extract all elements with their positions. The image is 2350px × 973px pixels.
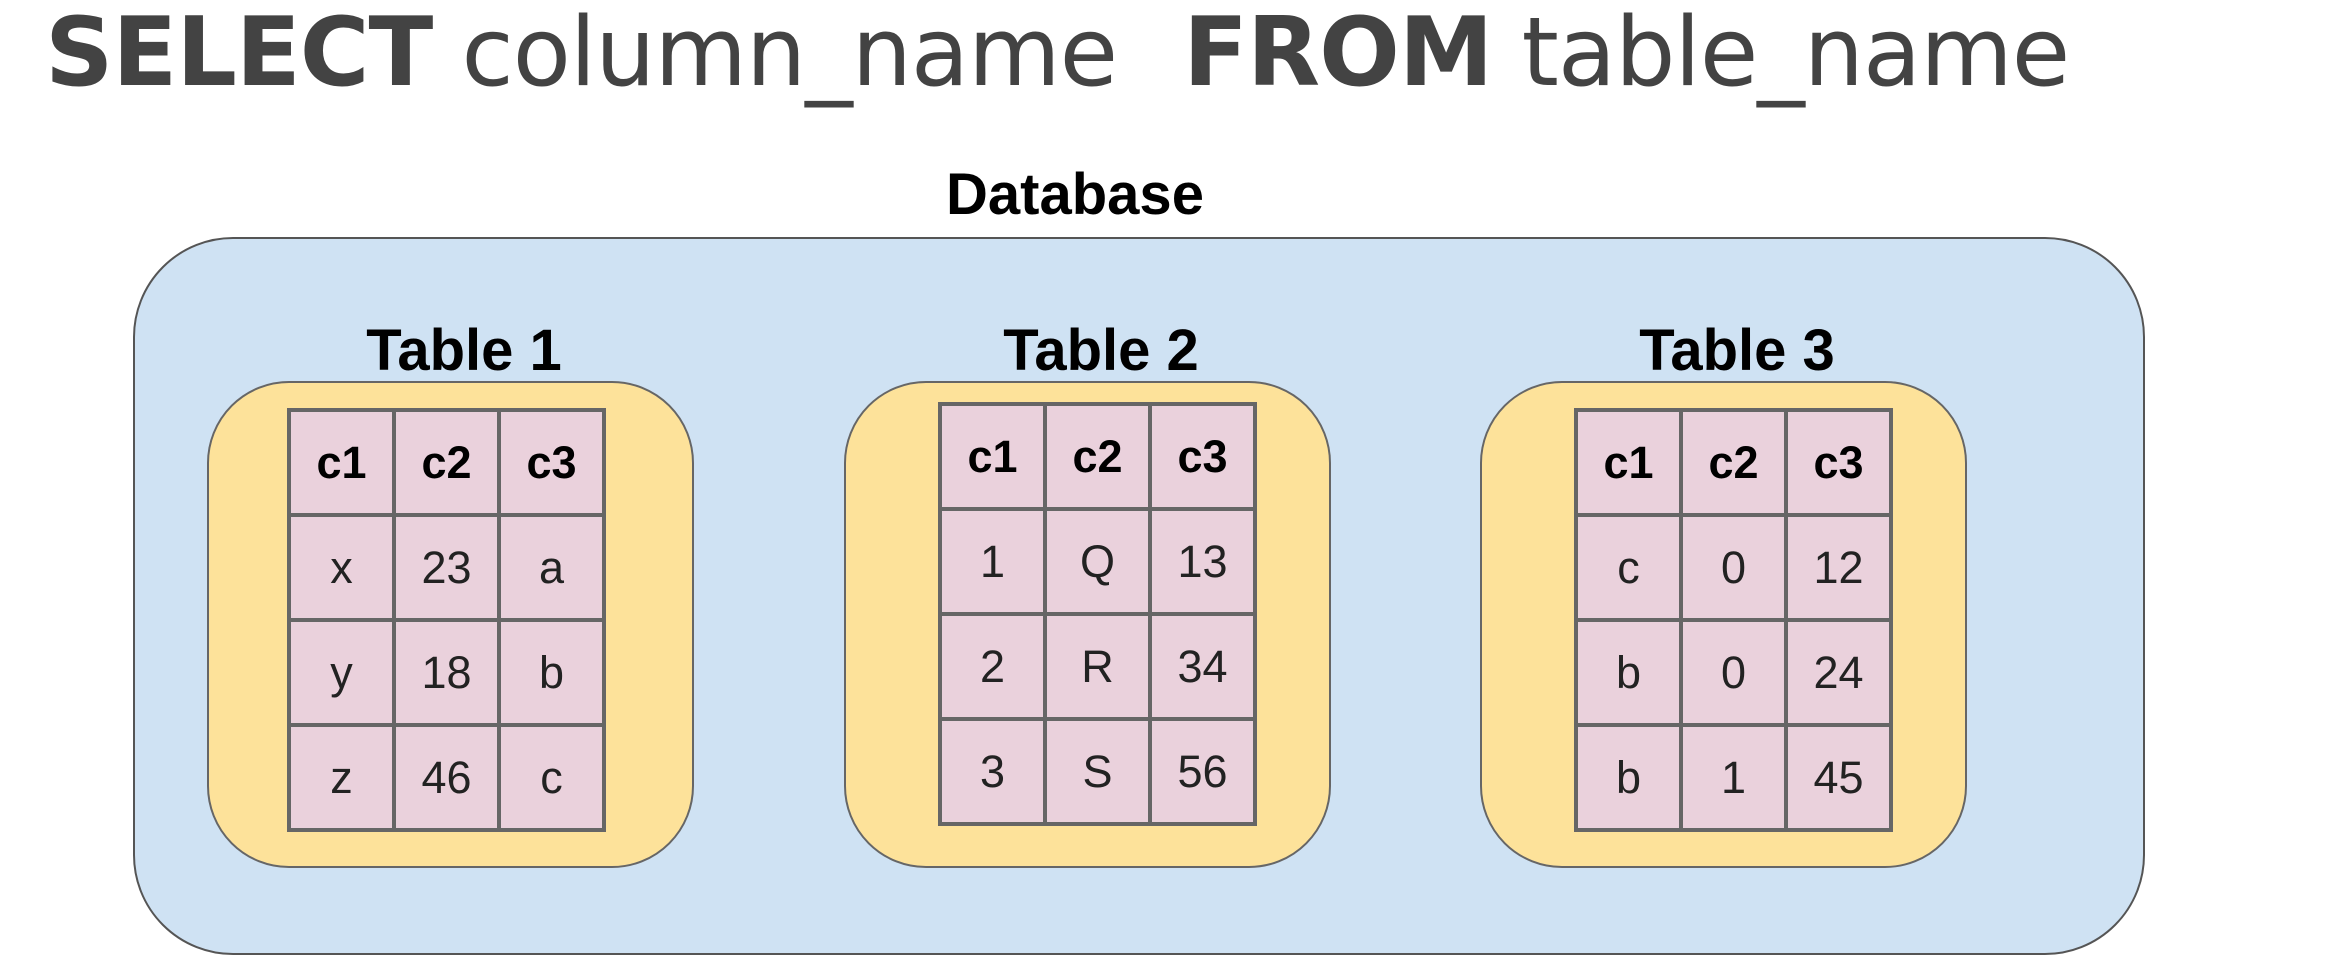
table-2-header-cell: c3 <box>1148 402 1257 511</box>
table-3-cell: 0 <box>1679 618 1788 727</box>
table-3-cell: 45 <box>1784 723 1893 832</box>
table-1-header-cell: c2 <box>392 408 501 517</box>
table-2-cell: 2 <box>938 612 1047 721</box>
table-2-title: Table 2 <box>1003 318 1199 383</box>
table-2-cell: 1 <box>938 507 1047 616</box>
table-1-cell: 18 <box>392 618 501 727</box>
table-3-cell: 1 <box>1679 723 1788 832</box>
table-1-header-cell: c3 <box>497 408 606 517</box>
table-1-cell: y <box>287 618 396 727</box>
table-1-cell: c <box>497 723 606 832</box>
table-2-cell: S <box>1043 717 1152 826</box>
table-3-grid: c1 c2 c3 c 0 12 b 0 24 b 1 45 <box>1574 408 1893 832</box>
table-3-cell: b <box>1574 618 1683 727</box>
table-1-cell: 23 <box>392 513 501 622</box>
database-label: Database <box>946 162 1204 227</box>
select-keyword: SELECT <box>45 0 433 108</box>
table-1-cell: b <box>497 618 606 727</box>
table-3-header-cell: c1 <box>1574 408 1683 517</box>
table-2-grid: c1 c2 c3 1 Q 13 2 R 34 3 S 56 <box>938 402 1257 826</box>
table-1-title: Table 1 <box>366 318 562 383</box>
table-3-cell: 12 <box>1784 513 1893 622</box>
table-3-cell: 24 <box>1784 618 1893 727</box>
table-2-cell: 3 <box>938 717 1047 826</box>
sql-query: SELECT column_name FROM table_name <box>45 0 2071 108</box>
table-1-row: z 46 c <box>287 723 606 832</box>
table-2-cell: 13 <box>1148 507 1257 616</box>
table-1-header-row: c1 c2 c3 <box>287 408 606 517</box>
table-2-header-row: c1 c2 c3 <box>938 402 1257 511</box>
table-2-row: 2 R 34 <box>938 612 1257 721</box>
table-1-header-cell: c1 <box>287 408 396 517</box>
table-3-cell: 0 <box>1679 513 1788 622</box>
table-3-row: c 0 12 <box>1574 513 1893 622</box>
table-1-cell: z <box>287 723 396 832</box>
table-1-cell: a <box>497 513 606 622</box>
table-2-header-cell: c1 <box>938 402 1047 511</box>
table-1-grid: c1 c2 c3 x 23 a y 18 b z 46 c <box>287 408 606 832</box>
table-2-cell: R <box>1043 612 1152 721</box>
table-2-cell: 34 <box>1148 612 1257 721</box>
table-3-row: b 1 45 <box>1574 723 1893 832</box>
table-1-cell: x <box>287 513 396 622</box>
table-3-header-row: c1 c2 c3 <box>1574 408 1893 517</box>
table-3-header-cell: c2 <box>1679 408 1788 517</box>
column-name-text: column_name <box>461 0 1118 108</box>
table-2-cell: Q <box>1043 507 1152 616</box>
table-3-header-cell: c3 <box>1784 408 1893 517</box>
table-2-row: 3 S 56 <box>938 717 1257 826</box>
table-name-text: table_name <box>1521 0 2071 108</box>
table-3-row: b 0 24 <box>1574 618 1893 727</box>
table-2-cell: 56 <box>1148 717 1257 826</box>
table-3-title: Table 3 <box>1639 318 1835 383</box>
table-1-row: x 23 a <box>287 513 606 622</box>
table-2-row: 1 Q 13 <box>938 507 1257 616</box>
table-2-header-cell: c2 <box>1043 402 1152 511</box>
table-3-cell: c <box>1574 513 1683 622</box>
table-1-cell: 46 <box>392 723 501 832</box>
table-3-cell: b <box>1574 723 1683 832</box>
from-keyword: FROM <box>1183 0 1493 108</box>
table-1-row: y 18 b <box>287 618 606 727</box>
